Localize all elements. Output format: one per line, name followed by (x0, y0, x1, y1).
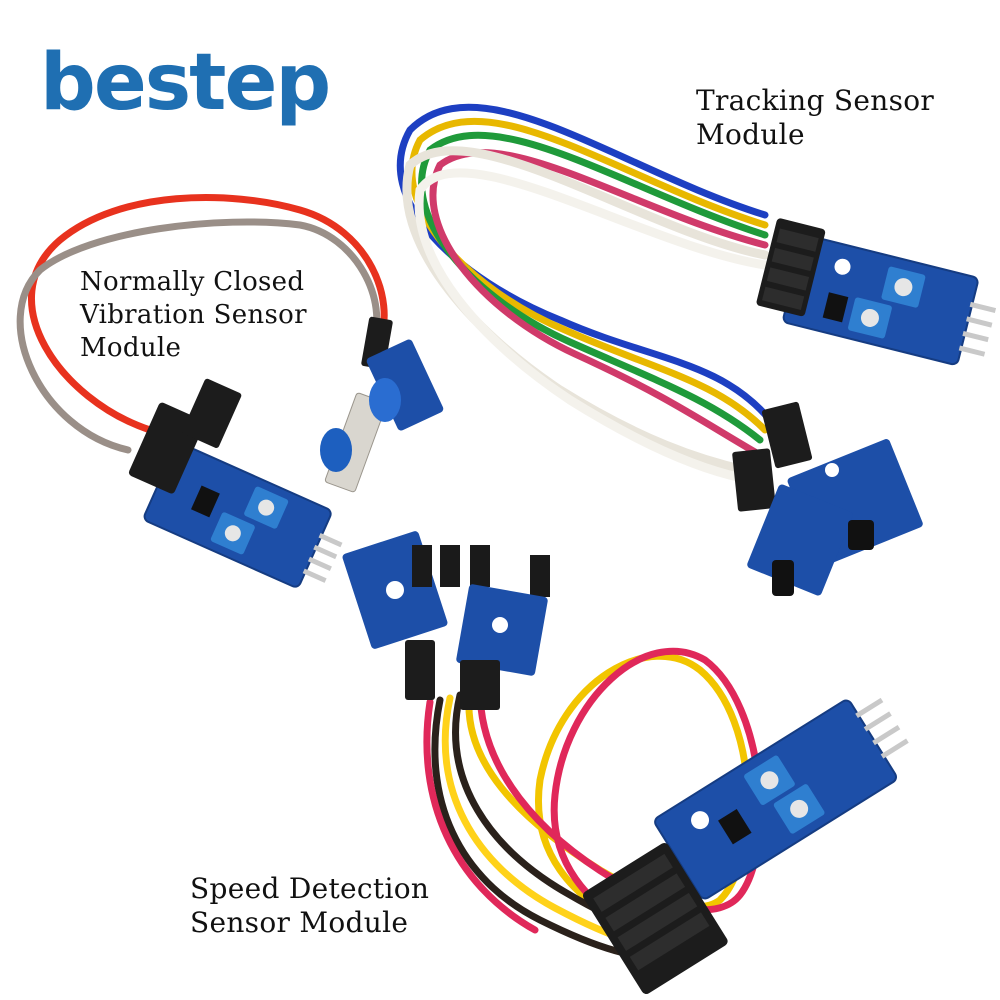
label-line: Module (80, 333, 182, 363)
label-line: Normally Closed (80, 267, 305, 297)
vibration-sensor-label: Normally Closed Vibration Sensor Module (80, 266, 307, 365)
chip (191, 485, 220, 518)
vibration-main-board (128, 378, 343, 588)
speed-main-board (654, 697, 909, 900)
speed-optical-heads (342, 531, 550, 710)
wire-green (418, 131, 769, 444)
brand-logo: bestep (40, 38, 331, 128)
tracking-sensor-heads (732, 401, 923, 596)
wire-white-1 (402, 146, 770, 475)
wire-pink (429, 149, 769, 456)
capacitor (320, 428, 352, 472)
wire-grey (16, 218, 381, 454)
wire-white-2 (414, 168, 770, 483)
label-line: Module (696, 118, 805, 151)
label-line: Speed Detection (190, 872, 430, 905)
wire-red (476, 647, 764, 944)
wire-pink (423, 698, 539, 934)
speed-sensor-label: Speed Detection Sensor Module (190, 872, 429, 940)
vibration-switch-board (320, 316, 444, 493)
label-line: Tracking Sensor (696, 84, 935, 117)
pin-header (969, 301, 997, 314)
label-line: Sensor Module (190, 906, 409, 939)
chip (822, 292, 849, 323)
speed-connector-block (582, 842, 728, 994)
speed-detection-module (342, 531, 909, 994)
vibration-sensor-module (16, 194, 444, 588)
chip (718, 809, 752, 845)
tracking-sensor-module (396, 103, 997, 596)
tracking-sensor-label: Tracking Sensor Module (696, 84, 934, 152)
label-line: Vibration Sensor (80, 300, 307, 330)
vibration-wires (16, 194, 388, 454)
tracking-main-board (756, 218, 997, 366)
tracking-wires (396, 103, 774, 483)
pin-header (855, 697, 884, 718)
pin-header (318, 532, 343, 548)
wire-orange (28, 194, 388, 434)
